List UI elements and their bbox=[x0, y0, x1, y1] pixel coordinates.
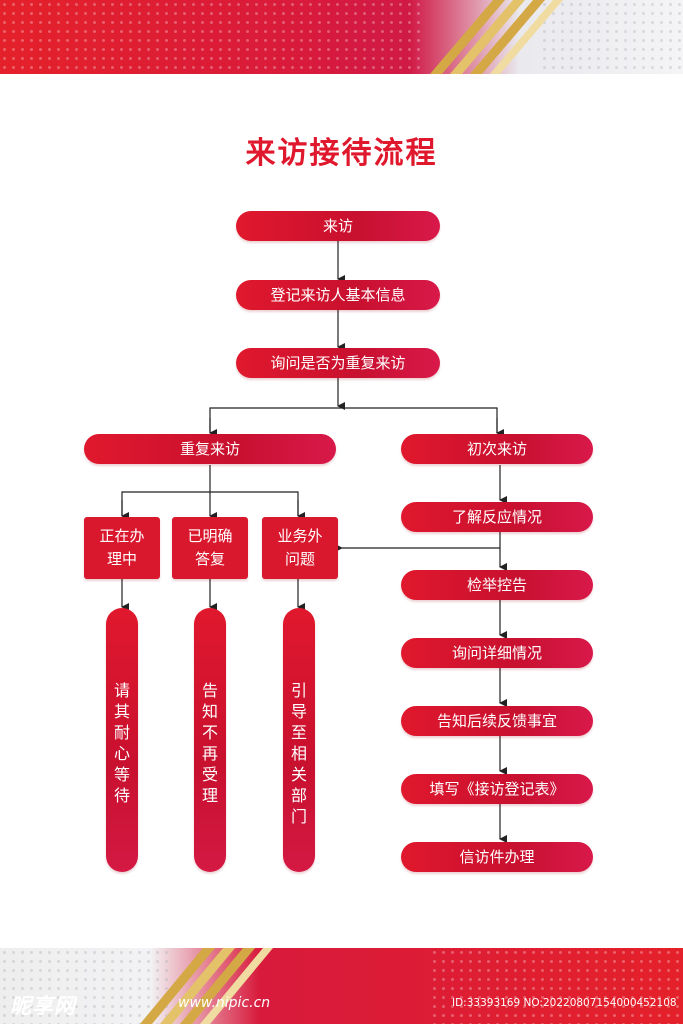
result-no-longer-accepted: 告知不再受理 bbox=[194, 608, 226, 872]
step-visit: 来访 bbox=[236, 211, 440, 241]
result-label: 引导至相关部门 bbox=[291, 680, 307, 827]
result-label: 告知不再受理 bbox=[202, 680, 218, 806]
watermark-logo: 昵享网 bbox=[10, 990, 76, 1020]
branch-first: 初次来访 bbox=[401, 434, 593, 464]
bottom-banner bbox=[0, 948, 683, 1024]
watermark-id: ID:33393169 NO:20220807154000452108 bbox=[452, 997, 677, 1009]
watermark-site: www.nipic.cn bbox=[178, 995, 270, 1011]
step-report: 检举控告 bbox=[401, 570, 593, 600]
split-connector bbox=[210, 408, 497, 433]
box-in-progress: 正在办理中 bbox=[84, 517, 160, 579]
box-out-of-scope: 业务外问题 bbox=[262, 517, 338, 579]
result-guide-to-department: 引导至相关部门 bbox=[283, 608, 315, 872]
step-fill-form: 填写《接访登记表》 bbox=[401, 774, 593, 804]
result-label: 请其耐心等待 bbox=[114, 680, 130, 806]
box-answered: 已明确答复 bbox=[172, 517, 248, 579]
box-label: 正在办理中 bbox=[97, 525, 147, 571]
box-label: 业务外问题 bbox=[275, 525, 325, 571]
box-label: 已明确答复 bbox=[185, 525, 235, 571]
step-ask-details: 询问详细情况 bbox=[401, 638, 593, 668]
step-handle: 信访件办理 bbox=[401, 842, 593, 872]
step-inform-followup: 告知后续反馈事宜 bbox=[401, 706, 593, 736]
step-ask-repeat: 询问是否为重复来访 bbox=[236, 348, 440, 378]
gold-stripes bbox=[0, 948, 683, 1024]
step-understand: 了解反应情况 bbox=[401, 502, 593, 532]
result-please-wait: 请其耐心等待 bbox=[106, 608, 138, 872]
step-register: 登记来访人基本信息 bbox=[236, 280, 440, 310]
branch-repeat: 重复来访 bbox=[84, 434, 336, 464]
